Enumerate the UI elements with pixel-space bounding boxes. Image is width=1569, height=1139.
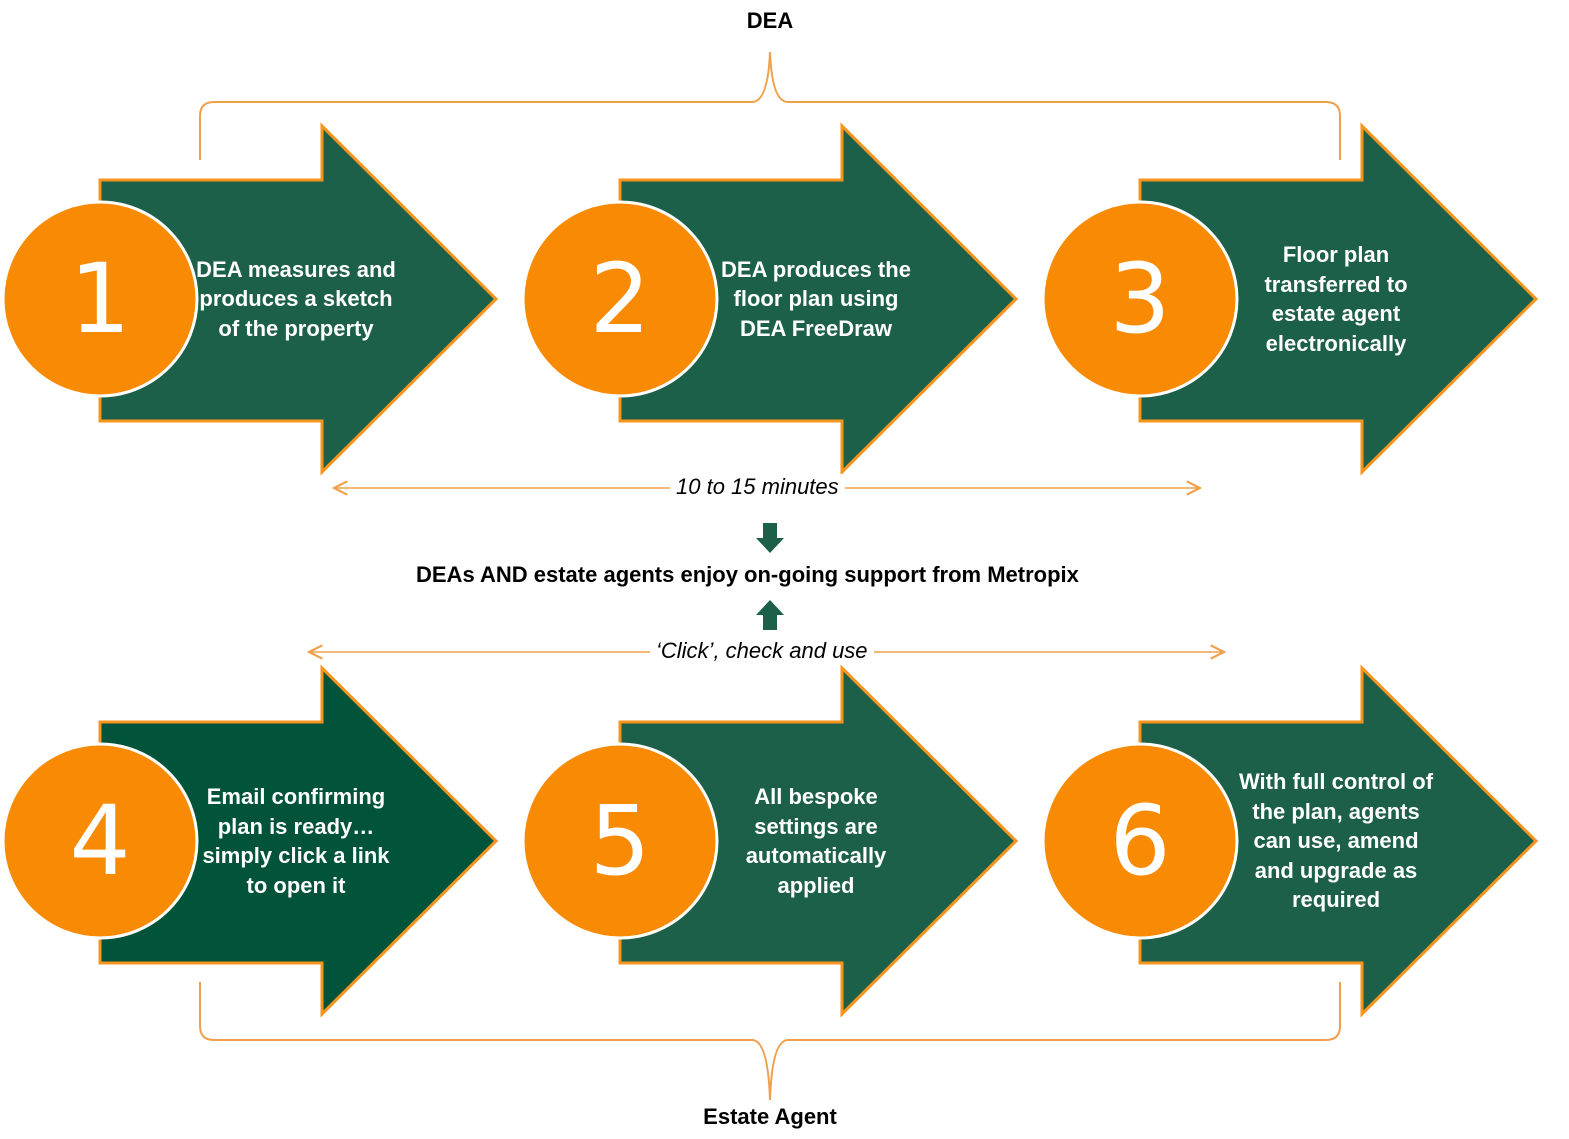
step-2-text: DEA produces the floor plan using DEA Fr… [721,256,911,341]
step-2-arrow [618,122,1019,476]
step-2-number: 2 [589,243,651,355]
step-6-circle [1041,742,1239,940]
step-1-text: DEA measures and produces a sketch of th… [196,256,396,341]
step-3-text: Floor plan transferred to estate agent e… [1264,242,1408,356]
step-5-text: All bespoke settings are automatically a… [745,784,887,898]
step-1-number: 1 [69,243,131,355]
support-up-arrow [756,600,784,630]
bottom-timing-note: ‘Click’, check and use [650,638,874,664]
step-6-text: With full control of the plan, agents ca… [1238,769,1434,913]
step-3-circle [1041,200,1239,398]
step-6-number: 6 [1109,785,1171,897]
step-5-circle [521,742,719,940]
step-4-circle [1,742,199,940]
support-message: DEAs AND estate agents enjoy on-going su… [416,562,1079,587]
dea-group-label: DEA [746,8,794,33]
step-4-number: 4 [69,785,131,897]
top-timing-note: 10 to 15 minutes [670,474,845,500]
step-6-arrow [1138,664,1539,1018]
estate-agent-bracket [199,982,1341,1101]
estate-agent-group-label: Estate Agent [703,1104,837,1129]
step-4-text: Email confirming plan is ready…simply cl… [202,784,390,898]
step-1-circle [1,200,199,398]
step-2-circle [521,200,719,398]
step-5-arrow [618,664,1019,1018]
dea-bracket [199,51,1341,160]
step-5-number: 5 [589,785,651,897]
step-4-arrow [98,664,499,1018]
step-3-number: 3 [1109,243,1171,355]
step-3-arrow [1138,122,1539,476]
support-down-arrow [756,523,784,553]
step-1-arrow [98,122,499,476]
